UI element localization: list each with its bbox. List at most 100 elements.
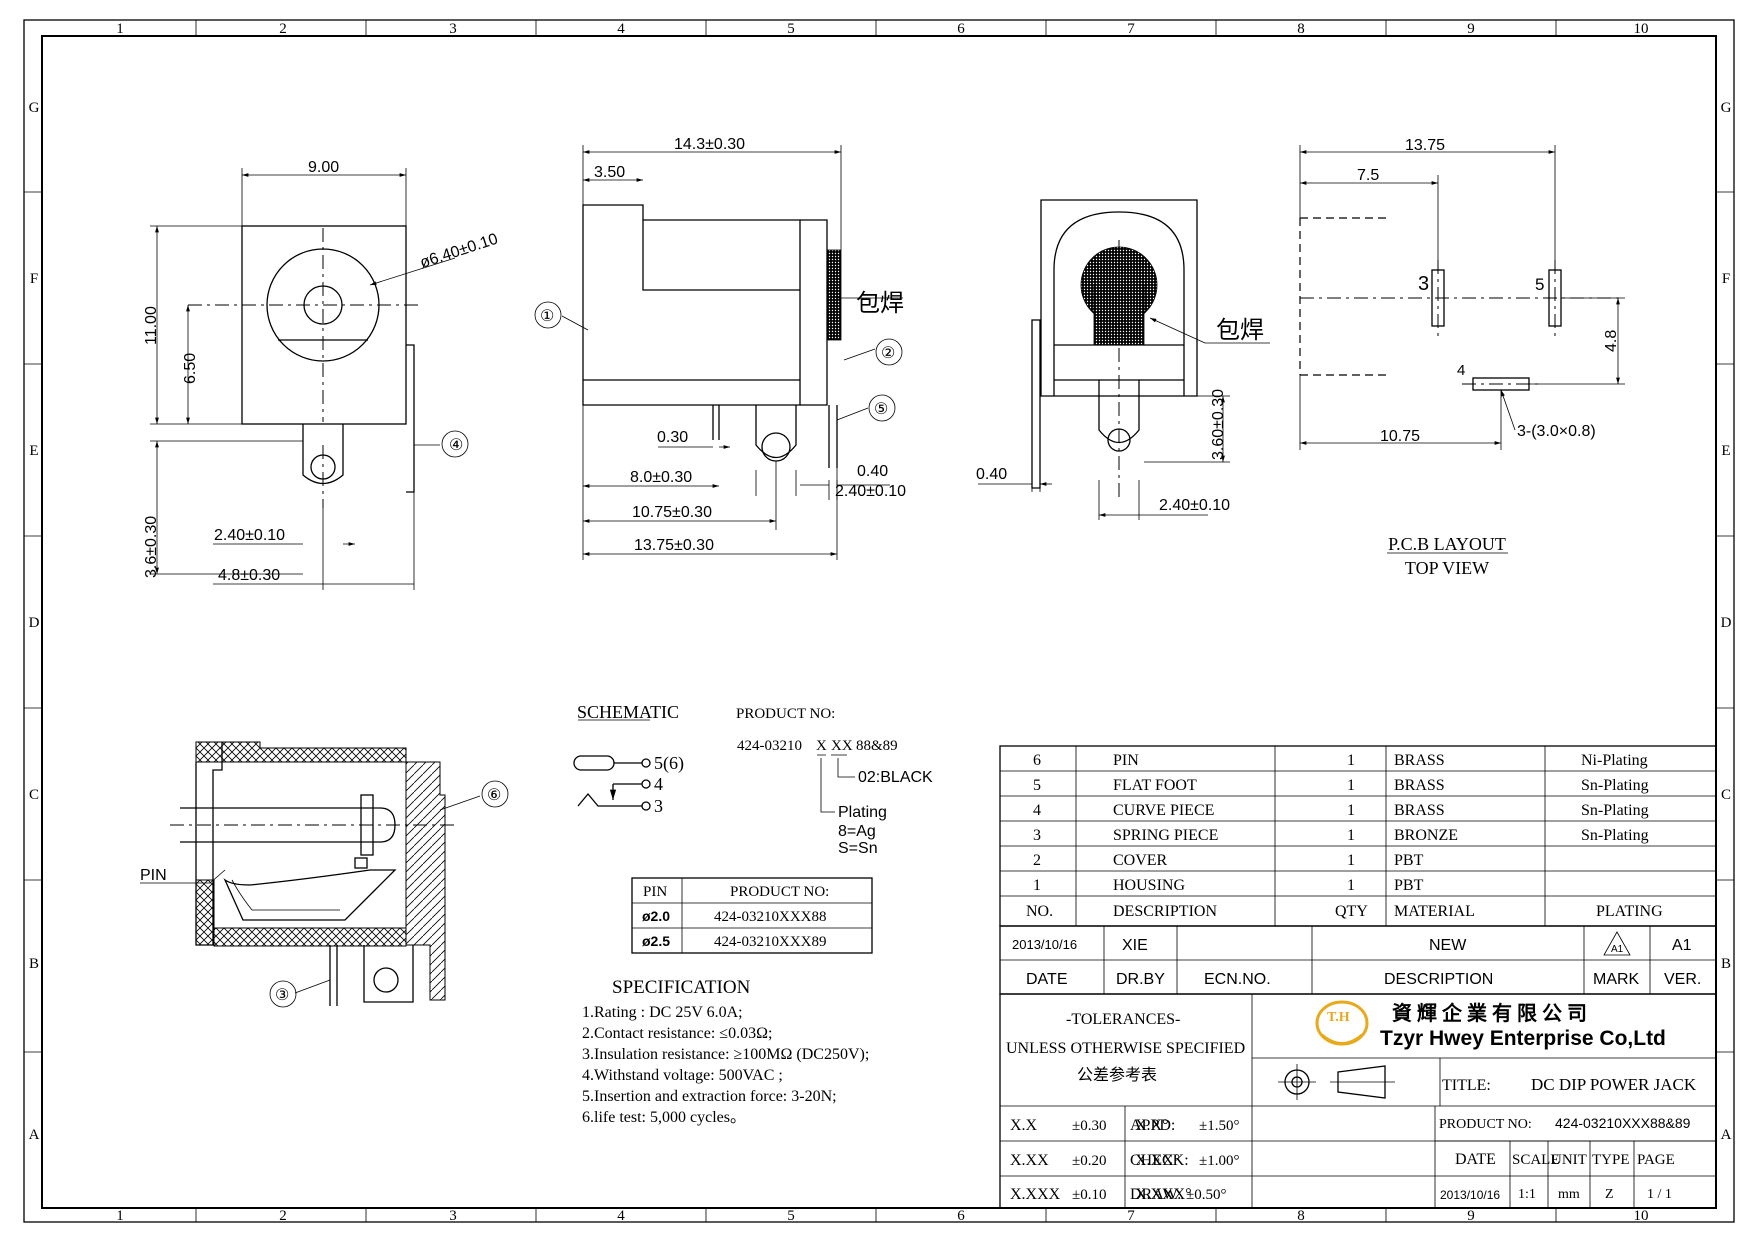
callout-2: ② — [881, 345, 895, 362]
product-no-field-value: 424-03210XXX88&89 — [1555, 1115, 1691, 1131]
product-code-prefix: 424-03210 — [737, 738, 802, 754]
rev-date-val: 2013/10/16 — [1012, 937, 1077, 952]
schematic-pin-4: 4 — [654, 774, 663, 794]
product-code-x: X — [816, 738, 827, 754]
bom-header-no: NO. — [1026, 903, 1053, 920]
pin-table-header-pin: PIN — [643, 884, 667, 900]
spec-item-2: 2.Contact resistance: ≤0.03Ω; — [582, 1025, 772, 1042]
tolerances-line3: 公差参考表 — [1077, 1066, 1157, 1084]
col-number-9-bottom: 9 — [1467, 1208, 1475, 1224]
bom-row-6-desc: PIN — [1113, 752, 1139, 769]
tb-val-type: Z — [1605, 1187, 1614, 1202]
col-number-6: 6 — [957, 21, 965, 37]
tol-xxxx: X.XXX — [1010, 1186, 1061, 1203]
row-letter-b-right: B — [1721, 956, 1731, 972]
dim-front-pin-depth: 3.6±0.30 — [143, 516, 160, 578]
row-letter-b: B — [29, 956, 39, 972]
bom-row-4-plating: Sn-Plating — [1581, 802, 1649, 819]
product-plating-title: Plating — [838, 804, 887, 821]
bom-row-3-plating: Sn-Plating — [1581, 827, 1649, 844]
dim-front-hole: ø6.40±0.10 — [418, 231, 500, 272]
bom-row-4-mat: BRASS — [1394, 802, 1445, 819]
section-pin-label: PIN — [140, 867, 167, 884]
row-letter-c-right: C — [1721, 787, 1731, 803]
dim-front-pin-width: 2.40±0.10 — [214, 527, 285, 544]
bom-row-2-no: 2 — [1033, 852, 1041, 869]
bom-row-1-qty: 1 — [1347, 877, 1355, 894]
bom-row-6-qty: 1 — [1347, 752, 1355, 769]
tol-xx: X.X — [1010, 1117, 1038, 1134]
rev-label-ecn: ECN.NO. — [1204, 971, 1271, 988]
row-letter-a: A — [29, 1127, 40, 1143]
col-number-1: 1 — [116, 21, 124, 37]
spec-title: SPECIFICATION — [612, 977, 751, 998]
dim-front-center: 6.50 — [182, 353, 199, 384]
dim-side-foot-thk: 0.40 — [857, 463, 888, 480]
dim-front-height: 11.00 — [143, 306, 160, 345]
tb-col-unit: UNIT — [1551, 1152, 1587, 1168]
bom-row-3-mat: BRONZE — [1394, 827, 1458, 844]
spec-item-3: 3.Insulation resistance: ≥100MΩ (DC250V)… — [582, 1046, 869, 1063]
company-cn-name: 資 輝 企 業 有 限 公 司 — [1392, 1001, 1587, 1025]
bom-row-5-plating: Sn-Plating — [1581, 777, 1649, 794]
product-no-label: PRODUCT NO: — [736, 706, 835, 722]
rev-label-date: DATE — [1026, 971, 1067, 988]
col-number-5-bottom: 5 — [787, 1208, 795, 1224]
company-en-name: Tzyr Hwey Enterprise Co,Ltd — [1380, 1027, 1666, 1050]
tb-val-date: 2013/10/16 — [1440, 1188, 1500, 1202]
tb-col-page: PAGE — [1637, 1152, 1675, 1168]
rev-drby-val: XIE — [1122, 937, 1148, 954]
spec-item-5: 5.Insertion and extraction force: 3-20N; — [582, 1088, 837, 1105]
bom-row-2-mat: PBT — [1394, 852, 1424, 869]
title-label: TITLE: — [1442, 1077, 1491, 1094]
company-logo — [1315, 1000, 1369, 1046]
callout-4: ④ — [449, 437, 463, 454]
tb-col-scale: SCALE — [1512, 1152, 1560, 1168]
tol-xx-deg-val: ±1.50° — [1199, 1118, 1239, 1134]
dim-side-overall: 14.3±0.30 — [674, 136, 745, 153]
bom-row-5-no: 5 — [1033, 777, 1041, 794]
dim-rear-pin-h: 3.60±0.30 — [1210, 389, 1227, 460]
pcb-top-view-label: TOP VIEW — [1405, 558, 1489, 578]
row-letter-g-right: G — [1721, 100, 1732, 116]
tol-xxxx-deg: X.XXX° — [1135, 1186, 1192, 1203]
check-label: CHECK: — [1130, 1152, 1189, 1169]
product-color-note: 02:BLACK — [858, 769, 933, 786]
col-number-3: 3 — [449, 21, 457, 37]
title-block — [999, 993, 1717, 1209]
col-number-1-bottom: 1 — [116, 1208, 124, 1224]
rev-label-desc: DESCRIPTION — [1384, 971, 1493, 988]
col-number-10: 10 — [1634, 21, 1649, 37]
bom-header-mat: MATERIAL — [1394, 903, 1475, 920]
title-value: DC DIP POWER JACK — [1531, 1075, 1697, 1094]
dim-pcb-d2: 10.75 — [1380, 428, 1420, 445]
tb-col-date: DATE — [1455, 1151, 1496, 1168]
tol-xxxx-val: ±0.10 — [1072, 1187, 1106, 1203]
appd-label: APPD: — [1130, 1117, 1175, 1134]
dim-side-d3: 13.75±0.30 — [634, 537, 714, 554]
tol-xxxx-deg-val: ±0.50° — [1186, 1187, 1226, 1203]
product-plating-sn: S=Sn — [838, 840, 878, 857]
pcb-pad-3: 3 — [1418, 273, 1429, 295]
pin-table-header-product: PRODUCT NO: — [730, 884, 829, 900]
dim-pcb-d1: 7.5 — [1357, 167, 1379, 184]
pcb-pad-4: 4 — [1457, 362, 1465, 379]
tol-xx-val: ±0.30 — [1072, 1118, 1106, 1134]
col-number-8: 8 — [1297, 21, 1305, 37]
schematic-pin-3: 3 — [654, 796, 663, 816]
bom-row-1-desc: HOUSING — [1113, 877, 1185, 894]
dim-front-pin-offset: 4.8±0.30 — [218, 567, 280, 584]
bom-row-6-mat: BRASS — [1394, 752, 1445, 769]
pin-table-product-88: 424-03210XXX88 — [714, 909, 827, 925]
col-number-10-bottom: 10 — [1634, 1208, 1649, 1224]
tol-xx-deg: X.X° — [1135, 1117, 1169, 1134]
bom-row-3-no: 3 — [1033, 827, 1041, 844]
col-number-9: 9 — [1467, 21, 1475, 37]
pcb-layout-title: P.C.B LAYOUT — [1388, 534, 1506, 554]
dim-side-foot-w: 2.40±0.10 — [835, 483, 906, 500]
bom-row-2-desc: COVER — [1113, 852, 1168, 869]
bom-header-plating: PLATING — [1596, 903, 1663, 920]
tb-val-unit: mm — [1558, 1187, 1580, 1202]
spec-item-1: 1.Rating : DC 25V 6.0A; — [582, 1004, 743, 1021]
